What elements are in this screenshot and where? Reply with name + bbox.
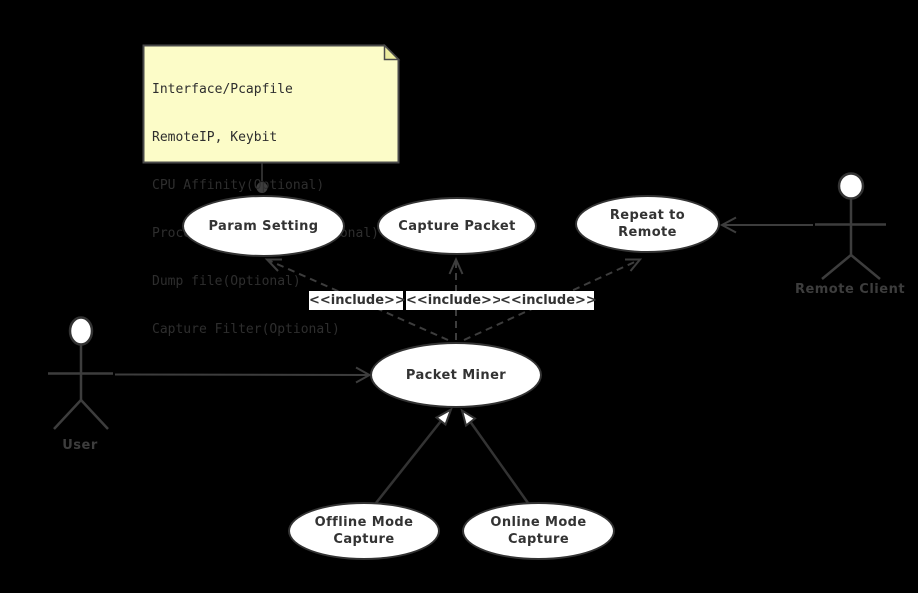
arrowhead-icon (355, 366, 372, 384)
note-connector (256, 163, 268, 193)
use-case-label: Repeat to Remote (609, 208, 686, 240)
include-stereotype-label: <<include>> (309, 291, 406, 310)
association-user-packet-miner (114, 366, 372, 384)
use-case-offline-mode-capture: Offline Mode Capture (288, 502, 440, 560)
use-case-repeat-to-remote: Repeat to Remote (575, 195, 720, 253)
note-fold-corner-icon (383, 43, 401, 61)
remote-client-actor-label: Remote Client (794, 282, 906, 297)
note-line: Dump file(Optional) (152, 274, 301, 289)
user-actor-figure (48, 316, 113, 430)
note-line: CPU Affinity(Optional) (152, 178, 325, 193)
use-case-label: Param Setting (208, 218, 319, 234)
include-stereotype-label: <<include>> (406, 291, 503, 310)
note-anchor-dot-icon (256, 182, 268, 193)
arrowhead-icon (719, 216, 737, 234)
note-line: RemoteIP, Keybit (152, 130, 278, 145)
use-case-label: Packet Miner (405, 367, 507, 383)
note-shape (142, 43, 401, 164)
generalization-online-packet-miner (460, 408, 530, 504)
triangle-arrowhead-icon (434, 407, 453, 427)
remote-client-actor-figure (815, 172, 886, 280)
use-case-packet-miner: Packet Miner (370, 342, 542, 408)
arrowhead-icon (448, 257, 464, 275)
use-case-param-setting: Param Setting (182, 195, 345, 257)
generalization-offline-packet-miner (375, 407, 453, 504)
use-case-label: Offline Mode Capture (314, 515, 414, 547)
association-remote-client-repeat-to-remote (719, 216, 813, 234)
use-case-capture-packet: Capture Packet (377, 197, 537, 255)
arrowhead-icon (625, 258, 643, 272)
use-case-label: Capture Packet (398, 218, 516, 234)
user-actor-head-icon (68, 316, 94, 346)
user-actor-label: User (62, 438, 98, 453)
note-line: Capture Filter(Optional) (152, 322, 340, 337)
triangle-arrowhead-icon (460, 408, 477, 428)
note-line: Interface/Pcapfile (152, 82, 293, 97)
arrowhead-icon (264, 258, 282, 272)
use-case-online-mode-capture: Online Mode Capture (462, 502, 615, 560)
use-case-label: Online Mode Capture (490, 515, 587, 547)
include-stereotype-label: <<include>> (500, 291, 597, 310)
remote-client-actor-head-icon (837, 172, 865, 200)
